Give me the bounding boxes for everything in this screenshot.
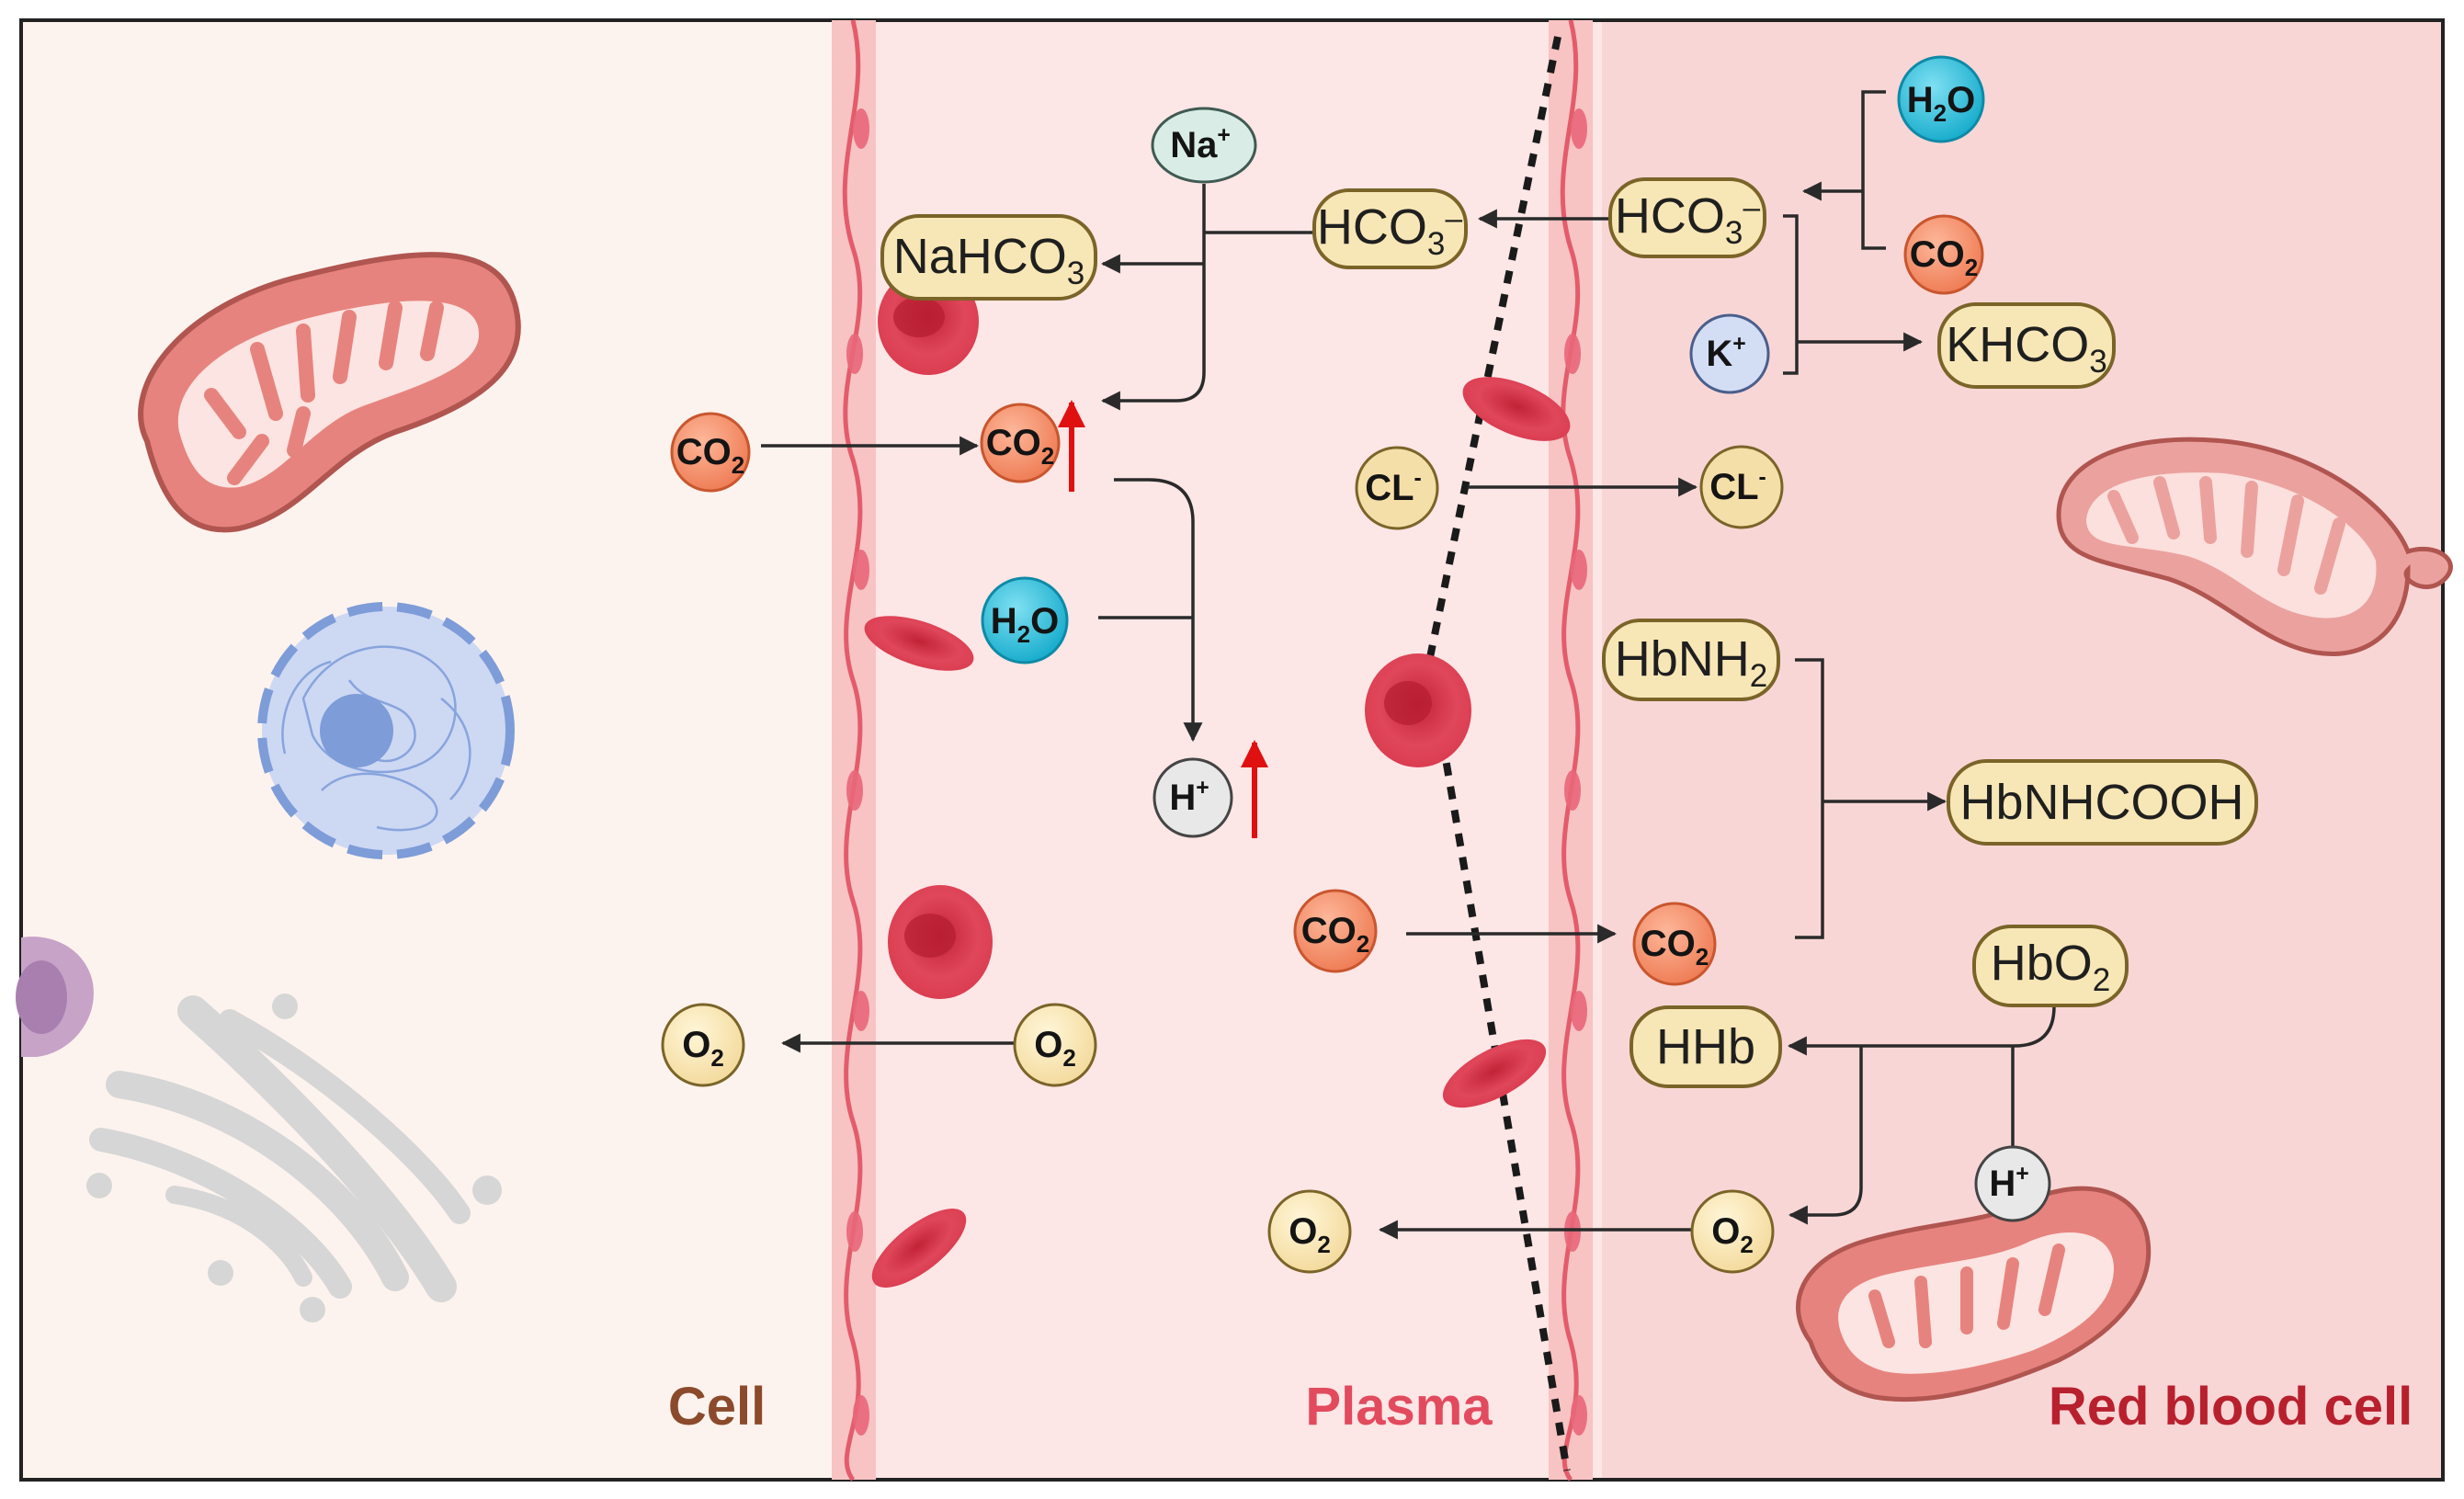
svg-text:CO2: CO2 bbox=[1910, 234, 1978, 281]
plasma-label: Plasma bbox=[1305, 1377, 1493, 1437]
cell-label: Cell bbox=[668, 1377, 766, 1437]
co2-plasma-ball: CO2 bbox=[980, 403, 1061, 483]
mitochondrion-icon bbox=[2056, 437, 2453, 656]
svg-text:CO2: CO2 bbox=[1641, 924, 1709, 971]
svg-text:CL-: CL- bbox=[1365, 466, 1422, 508]
svg-text:CO2: CO2 bbox=[986, 423, 1054, 470]
svg-text:K+: K+ bbox=[1706, 332, 1745, 374]
co2-rbc-ball: CO2 bbox=[1632, 902, 1717, 986]
cl-plasma-ball: CL- bbox=[1355, 446, 1439, 530]
svg-text:HbO2: HbO2 bbox=[1991, 936, 2111, 998]
h2o-rbc-ball: H2O bbox=[1897, 55, 1985, 143]
red-blood-cell-icon bbox=[888, 885, 993, 999]
red-blood-cell-icon bbox=[1442, 1039, 1547, 1108]
svg-text:CO2: CO2 bbox=[1301, 911, 1369, 958]
svg-text:KHCO3: KHCO3 bbox=[1946, 317, 2107, 380]
cell-fragment-icon bbox=[16, 937, 94, 1057]
svg-text:H2O: H2O bbox=[1907, 80, 1975, 127]
o2-cell-ball: O2 bbox=[661, 1003, 745, 1087]
svg-text:H+: H+ bbox=[1989, 1162, 2028, 1204]
vessel-wall-left bbox=[832, 19, 876, 1482]
k-ion-ball: K+ bbox=[1689, 313, 1770, 394]
co2-cell-ball: CO2 bbox=[670, 412, 751, 493]
hco3-plasma-pill: HCO3– bbox=[1312, 188, 1468, 269]
cl-rbc-ball: CL- bbox=[1699, 445, 1784, 529]
hhb-pill: HHb bbox=[1629, 1005, 1782, 1088]
h2o-plasma-ball: H2O bbox=[981, 576, 1069, 664]
o2-plasma-left-ball: O2 bbox=[1013, 1003, 1097, 1087]
hbnh2-pill: HbNH2 bbox=[1602, 619, 1780, 701]
nahco3-pill: NaHCO3 bbox=[880, 214, 1097, 301]
svg-text:NaHCO3: NaHCO3 bbox=[893, 229, 1085, 291]
o2-rbc-ball: O2 bbox=[1690, 1189, 1775, 1274]
khco3-pill: KHCO3 bbox=[1937, 302, 2116, 389]
svg-text:H2O: H2O bbox=[991, 601, 1059, 648]
red-blood-cell-icon bbox=[864, 616, 974, 671]
red-blood-cell-icon bbox=[1365, 653, 1471, 767]
svg-text:O2: O2 bbox=[1034, 1025, 1076, 1072]
h-ion-rbc-ball: H+ bbox=[1974, 1145, 2051, 1222]
mitochondrion-icon bbox=[1796, 1186, 2152, 1402]
svg-text:CL-: CL- bbox=[1709, 465, 1766, 507]
golgi-apparatus-icon bbox=[86, 994, 502, 1323]
reaction-arrows bbox=[761, 90, 2056, 1240]
svg-text:O2: O2 bbox=[1289, 1211, 1331, 1258]
h-ion-plasma-ball: H+ bbox=[1153, 757, 1233, 838]
red-blood-cell-icon bbox=[871, 1209, 967, 1288]
svg-text:HCO3–: HCO3– bbox=[1615, 188, 1761, 251]
mitochondrion-icon bbox=[138, 252, 521, 533]
hbnhcooh-pill: HbNHCOOH bbox=[1947, 759, 2258, 846]
hco3-rbc-pill: HCO3– bbox=[1608, 177, 1766, 258]
svg-text:HHb: HHb bbox=[1656, 1019, 1755, 1074]
red-blood-cell-icon bbox=[1462, 377, 1571, 441]
svg-text:HbNH2: HbNH2 bbox=[1615, 631, 1768, 694]
svg-text:O2: O2 bbox=[682, 1025, 724, 1072]
svg-text:O2: O2 bbox=[1711, 1211, 1754, 1258]
o2-plasma-ball: O2 bbox=[1267, 1189, 1352, 1274]
rbc-label: Red blood cell bbox=[2049, 1377, 2413, 1437]
hbo2-pill: HbO2 bbox=[1972, 925, 2129, 1007]
na-ion-ball: Na+ bbox=[1151, 107, 1257, 184]
svg-text:HbNHCOOH: HbNHCOOH bbox=[1959, 775, 2243, 830]
svg-text:HCO3–: HCO3– bbox=[1317, 199, 1463, 262]
co2-plasma-low-ball: CO2 bbox=[1293, 889, 1378, 973]
vessel-wall-right bbox=[1549, 19, 1593, 1482]
co2-rbc-top-ball: CO2 bbox=[1903, 214, 1984, 295]
nucleus-icon bbox=[257, 602, 515, 859]
frame bbox=[19, 18, 2445, 1482]
svg-text:CO2: CO2 bbox=[676, 432, 744, 479]
svg-text:Na+: Na+ bbox=[1170, 123, 1231, 165]
svg-text:H+: H+ bbox=[1169, 776, 1209, 818]
